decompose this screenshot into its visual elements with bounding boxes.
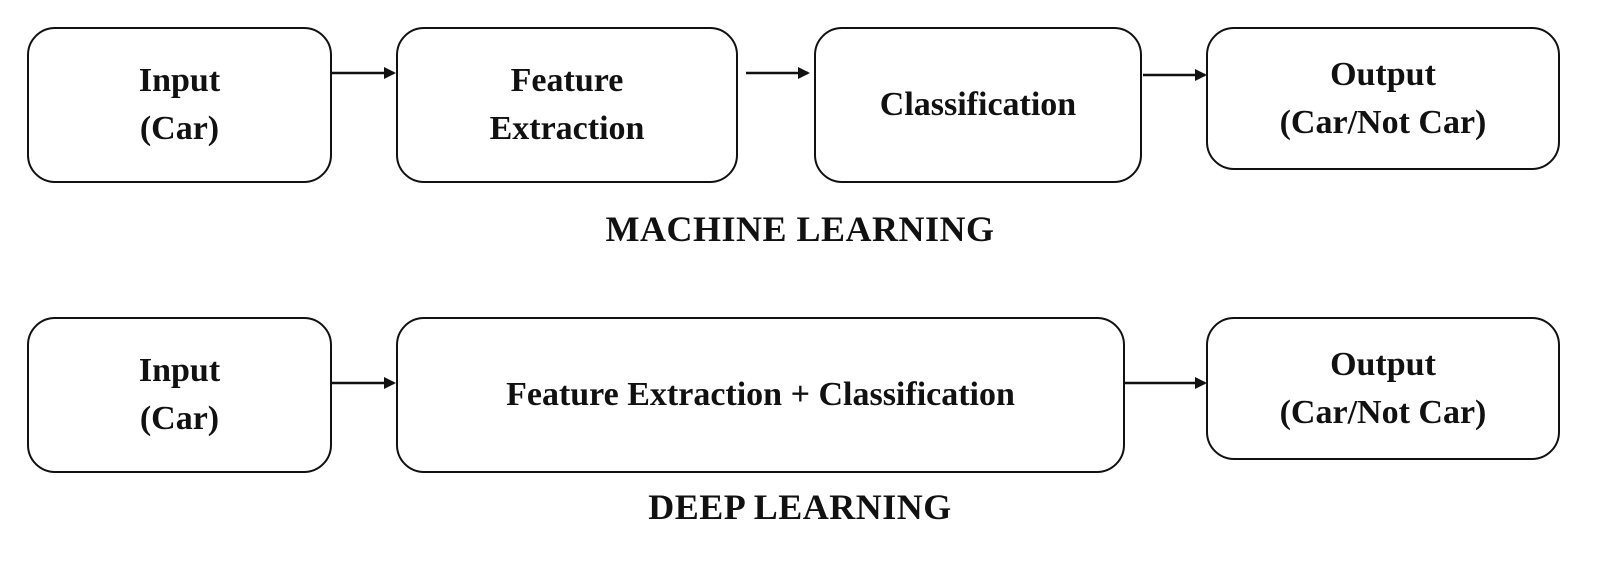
ml-classification-box: Classification [814, 27, 1142, 183]
machine-learning-caption: MACHINE LEARNING [605, 209, 995, 249]
ml-feature-extraction-line-1: Feature [510, 62, 624, 99]
ml-classification-line-1: Classification [879, 86, 1077, 123]
ml-input-line-1: Input [138, 62, 221, 99]
ml-output-line-1: Output [1330, 55, 1436, 93]
dl-output-line-1: Output [1330, 345, 1436, 383]
dl-feature-extraction-classification-line-1: Feature Extraction + Classification [506, 376, 1015, 413]
ml-input-box: Input (Car) [27, 27, 332, 183]
ml-feature-extraction-box: Feature Extraction [396, 27, 738, 183]
dl-input-line-1: Input [138, 352, 221, 389]
ml-input-line-2: (Car) [139, 110, 220, 147]
deep-learning-caption: DEEP LEARNING [648, 487, 952, 527]
dl-input-box: Input (Car) [27, 317, 332, 473]
ml-feature-extraction-line-2: Extraction [489, 110, 645, 147]
ml-output-line-2: (Car/Not Car) [1279, 103, 1487, 141]
dl-output-box: Output (Car/Not Car) [1206, 317, 1560, 460]
ml-output-box: Output (Car/Not Car) [1206, 27, 1560, 170]
dl-input-line-2: (Car) [139, 400, 220, 437]
dl-feature-extraction-classification-box: Feature Extraction + Classification [396, 317, 1125, 473]
dl-output-line-2: (Car/Not Car) [1279, 393, 1487, 431]
